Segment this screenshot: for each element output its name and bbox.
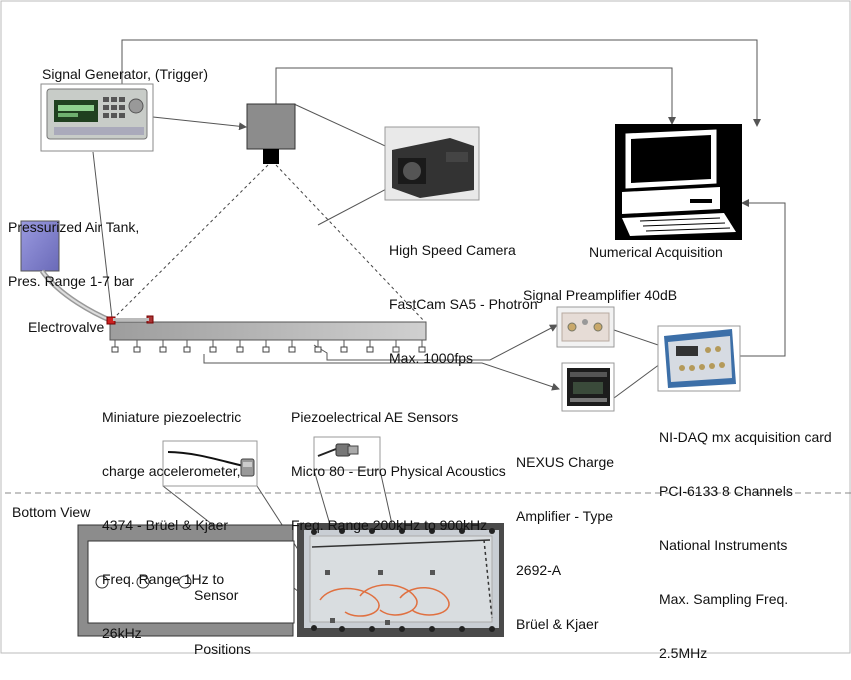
daq-to-computer-line (740, 199, 786, 357)
plate-sensor (392, 346, 400, 353)
accelerometer-icon (162, 440, 258, 487)
plate-sensor (183, 346, 191, 353)
ae-sensor-icon (313, 436, 381, 471)
plate-sensor (340, 346, 348, 353)
test-plate (106, 315, 427, 341)
plate-sensor (288, 346, 296, 353)
plate-sensor (366, 346, 374, 353)
preamplifier-label: Signal Preamplifier 40dB (523, 287, 678, 303)
nexus-label: NEXUS Charge Amplifier - Type 2692-A Brü… (516, 454, 615, 632)
ae-sensors-label: Piezoelectrical AE Sensors Micro 80 - Eu… (291, 409, 506, 533)
generator-to-camera-line (152, 116, 247, 131)
plate-sensor (236, 346, 244, 353)
plate-sensor (159, 346, 167, 353)
air-tank-icon (20, 220, 60, 272)
sensor-position-3 (178, 575, 192, 589)
bottom-view-label: Bottom View (12, 504, 91, 520)
preamplifier-icon (556, 306, 615, 348)
camera-label: High Speed Camera FastCam SA5 - Photron … (389, 242, 538, 366)
signal-generator-icon (40, 83, 154, 152)
electrovalve-label: Electrovalve (28, 319, 105, 335)
plate-sensor (418, 346, 426, 353)
accelerometer-label: Miniature piezoelectric charge accelerom… (102, 409, 242, 641)
trigger-to-daq-line (121, 39, 761, 127)
camera-box-to-photo-line (293, 103, 395, 151)
sensor-position-2 (136, 575, 150, 589)
bottom-view-schematic (77, 524, 295, 637)
plate-sensor (133, 346, 141, 353)
plate-sensors (111, 340, 426, 353)
ae-to-preamp-line (313, 324, 558, 361)
plate-sensor (262, 346, 270, 353)
sensor-position-1 (95, 575, 109, 589)
signal-generator-label: Signal Generator, (Trigger) (42, 66, 208, 82)
numerical-acquisition-label: Numerical Acquisition (589, 244, 723, 260)
computer-icon (615, 124, 742, 240)
nexus-amplifier-icon (561, 362, 615, 412)
nexus-to-daq-line (613, 363, 661, 399)
daq-card-icon (657, 325, 741, 392)
figure-frame (0, 0, 851, 654)
plate-sensor (209, 346, 217, 353)
plate-sensor (111, 346, 119, 353)
setup-diagram (0, 0, 851, 654)
camera-to-computer-line (275, 67, 676, 125)
camera-box-icon (246, 103, 296, 164)
plate-sensor (314, 346, 322, 353)
plate-photo-icon (297, 523, 504, 637)
high-speed-camera-icon (384, 126, 480, 201)
accel-to-nexus-line (203, 354, 560, 391)
preamp-to-daq-line (613, 329, 665, 348)
camera-fov-to-photo-line (317, 184, 395, 226)
air-tank-label: Pressurized Air Tank, Pres. Range 1-7 ba… (8, 219, 140, 289)
nidaq-label: NI-DAQ mx acquisition card PCI-6133 8 Ch… (659, 429, 832, 661)
camera-field-of-view (109, 164, 426, 323)
sensor-positions-label: Sensor Positions (194, 587, 251, 657)
generator-to-valve-line (92, 151, 113, 319)
